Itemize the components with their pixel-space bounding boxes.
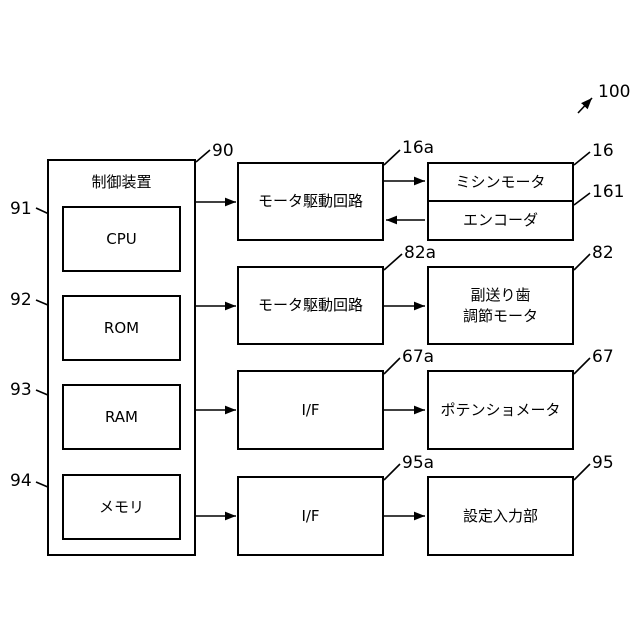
ram-label: RAM (62, 384, 181, 450)
motor-drive-circuit-16a-label: モータ駆動回路 (237, 162, 384, 241)
encoder-label: エンコーダ (427, 200, 574, 241)
leader-82 (574, 254, 590, 270)
leader-90 (196, 150, 210, 162)
motor-drive-circuit-82a-label: モータ駆動回路 (237, 266, 384, 345)
interface-67a-label: I/F (237, 370, 384, 450)
cpu-label: CPU (62, 206, 181, 272)
feed-dog-motor-label: 副送り歯 調節モータ (427, 266, 574, 345)
leader-100 (578, 98, 592, 113)
ref-90: 90 (212, 141, 234, 161)
interface-95a-label: I/F (237, 476, 384, 556)
setting-input-label: 設定入力部 (427, 476, 574, 556)
controller-title: 制御装置 (47, 170, 196, 194)
ref-93: 93 (10, 380, 32, 400)
rom-label: ROM (62, 295, 181, 361)
leader-82a (384, 254, 402, 270)
leader-95a (384, 464, 400, 480)
leader-67a (384, 358, 400, 374)
potentiometer-label: ポテンショメータ (427, 370, 574, 450)
leader-16a (384, 150, 400, 165)
ref-82: 82 (592, 243, 614, 263)
ref-16a: 16a (402, 138, 434, 158)
feed-dog-motor-label-line2: 調節モータ (463, 306, 538, 326)
ref-82a: 82a (404, 243, 436, 263)
ref-92: 92 (10, 290, 32, 310)
leader-67 (574, 358, 590, 374)
ref-161: 161 (592, 182, 624, 202)
ref-95a: 95a (402, 453, 434, 473)
figure-ref-100: 100 (598, 82, 630, 102)
ref-16: 16 (592, 141, 614, 161)
sewing-motor-label: ミシンモータ (427, 162, 574, 202)
leader-95 (574, 464, 590, 480)
ref-67a: 67a (402, 347, 434, 367)
memory-label: メモリ (62, 474, 181, 540)
leader-161 (574, 193, 590, 205)
ref-67: 67 (592, 347, 614, 367)
leader-16 (574, 152, 590, 165)
ref-95: 95 (592, 453, 614, 473)
ref-94: 94 (10, 471, 32, 491)
ref-91: 91 (10, 199, 32, 219)
feed-dog-motor-label-line1: 副送り歯 (470, 285, 530, 305)
